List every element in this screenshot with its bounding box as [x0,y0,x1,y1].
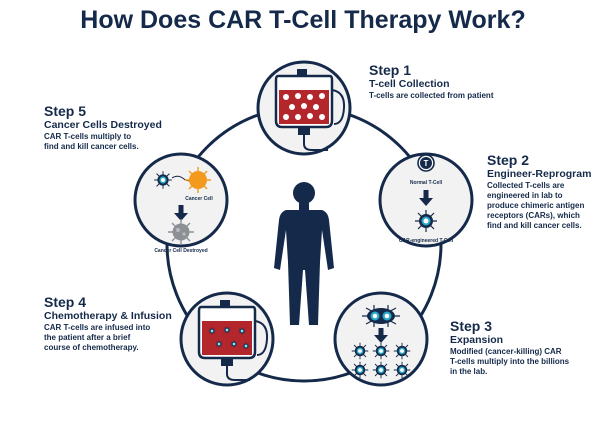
step2-description-line: engineered in lab to [487,191,563,200]
cancer-cell-label: Cancer Cell [185,196,213,202]
step2-circle: T Normal T-Cell CAR-engineered T-Cell [378,152,474,248]
car-tcell-label: CAR-engineered T-Cell [399,238,454,244]
step2-text: Step 2 Engineer-Reprogram Collected T-ce… [487,152,591,231]
step2-description-line: produce chimeric antigen [487,201,585,210]
infusion-bag-icon [197,300,269,381]
step5-circle: Cancer Cell Cancer Cell Destroyed [133,152,229,254]
expansion-arrow-icon [374,328,388,343]
step3-label: Step 3 [450,318,493,334]
step5-subtitle: Cancer Cells Destroyed [44,119,162,131]
cancer-cell-icon [185,167,211,193]
step1-circle [256,60,352,156]
normal-tcell-label: Normal T-Cell [410,180,443,186]
normal-tcell-icon [417,154,435,172]
step5-text: Step 5 Cancer Cells Destroyed CAR T-cell… [44,103,162,152]
step1-description: T-cells are collected from patient [369,91,494,100]
step4-description-line: the patient after a brief [44,333,131,342]
step4-description-line: course of chemotherapy. [44,343,139,352]
down-arrow-icon [419,190,433,206]
human-figure [274,182,334,325]
step4-text: Step 4 Chemotherapy & Infusion CAR T-cel… [44,294,172,353]
step5-label: Step 5 [44,103,87,119]
step1-subtitle: T-cell Collection [369,78,450,90]
step3-text: Step 3 Expansion Modified (cancer-killin… [450,318,569,377]
step3-circle [333,291,429,387]
step2-description-line: find and kill cancer cells. [487,221,582,230]
step4-subtitle: Chemotherapy & Infusion [44,310,172,322]
cancer-destroyed-label: Cancer Cell Destroyed [154,248,207,254]
step3-subtitle: Expansion [450,334,504,346]
attacking-tcell-icon [153,170,173,190]
step4-label: Step 4 [44,294,87,310]
step5-description-line: find and kill cancer cells. [44,142,139,151]
dividing-tcell-icon [362,305,400,327]
page-title: How Does CAR T-Cell Therapy Work? [80,6,526,34]
car-tcell-icon [414,209,438,233]
step5-description-line: CAR T-cells multiply to [44,132,132,141]
step4-description-line: CAR T-cells are infused into [44,323,151,332]
destroyed-cell-icon [168,219,194,245]
step3-description-line: in the lab. [450,367,488,376]
step1-text: Step 1 T-cell Collection T-cells are col… [369,62,493,101]
step2-description-line: Collected T-cells are [487,181,565,190]
step3-description-line: Modified (cancer-killing) CAR [450,347,562,356]
step2-label: Step 2 [487,152,530,168]
blood-bag-icon [274,69,346,151]
step4-circle [179,291,275,387]
step2-subtitle: Engineer-Reprogram [487,168,592,180]
step2-description-line: receptors (CARs), which [487,211,580,220]
destroy-arrow-icon [174,205,188,221]
step1-label: Step 1 [369,62,412,78]
tcell-letter: T [424,159,429,168]
step3-description-line: T-cells multiply into the billions [450,357,570,366]
